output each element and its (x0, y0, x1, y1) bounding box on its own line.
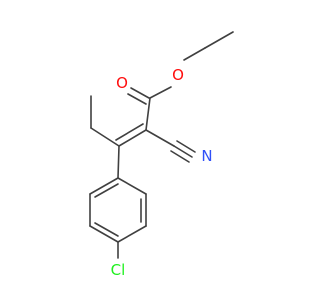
ring-bond-4 (89, 225, 119, 243)
bond-ethyl-ch3-ch2 (204, 31, 234, 49)
bond-carbonyl-double-1 (130, 87, 150, 99)
carbonyl-oxygen-label: O (116, 74, 128, 92)
bond-alkene-double-2 (115, 123, 144, 141)
bond-carbonyl-alkene (145, 97, 151, 131)
ring-bond-6 (89, 177, 119, 195)
bond-ethyl-ch2-o (183, 47, 206, 61)
bond-o-carbonyl-c (149, 86, 172, 99)
structure-canvas: O O N Cl (89, 31, 234, 279)
bond-alkene-nitrile-c (145, 129, 175, 147)
bond-nitrile-triple-2 (176, 140, 196, 153)
ester-oxygen-label: O (172, 66, 184, 84)
ring-inner-bond-2 (94, 222, 119, 237)
ring-bond-1 (117, 177, 147, 195)
bond-nitrile-triple-3 (170, 150, 190, 163)
molecule-drawing: O O N Cl (89, 31, 234, 279)
bond-alkene-ring (117, 145, 120, 179)
bond-alkene-ch2 (90, 127, 120, 147)
bond-nitrile-triple-1 (173, 145, 193, 158)
bond-carbonyl-double-2 (127, 93, 147, 105)
chlorine-label: Cl (111, 261, 126, 279)
ring-inner-bond-3 (94, 183, 119, 198)
nitrile-nitrogen-label: N (201, 147, 212, 165)
bond-alkene-double-1 (118, 129, 147, 147)
ring-bond-3 (117, 225, 147, 243)
